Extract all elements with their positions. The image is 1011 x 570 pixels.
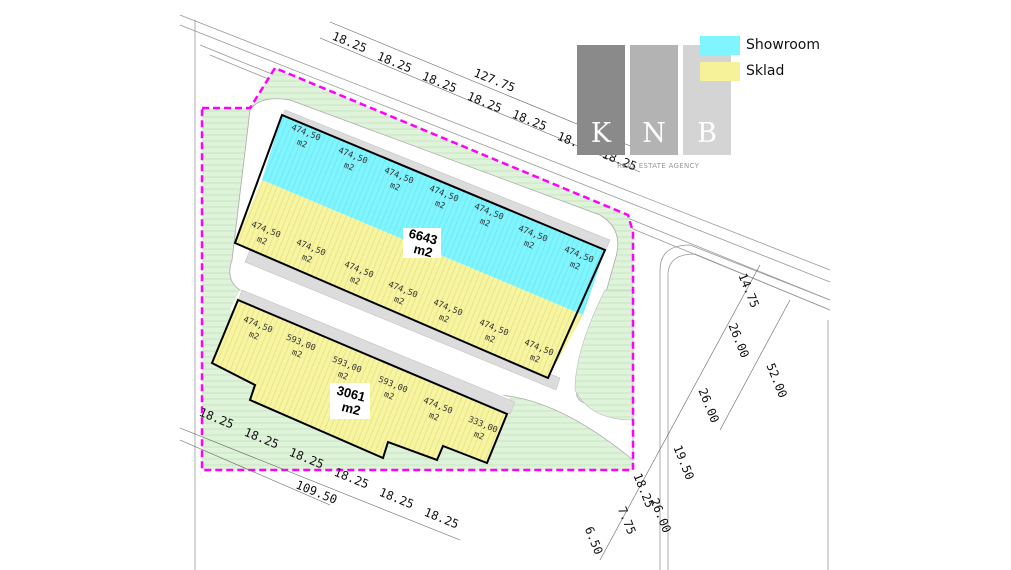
legend-item-showroom: Showroom <box>700 32 820 58</box>
parking-rows <box>237 109 611 415</box>
legend-swatch-sklad <box>700 61 740 81</box>
building-a-total: 6643 <box>407 226 439 248</box>
dimension-label: 26.00 <box>725 321 752 360</box>
building-b <box>210 298 509 465</box>
unit-area-suffix: m2 <box>437 313 450 326</box>
building-b-total-box <box>330 383 370 419</box>
unit-area-suffix: m2 <box>483 333 496 346</box>
dimension-label: 6.50 <box>582 524 606 556</box>
sklad-area <box>235 180 583 378</box>
building-a <box>233 113 607 380</box>
unit-area-suffix: m2 <box>342 161 355 174</box>
dimension-label: 18.25 <box>465 89 504 116</box>
dimension-label: 7.75 <box>615 504 639 536</box>
unit-area-suffix: m2 <box>472 430 485 443</box>
logo-letter-k: K <box>577 45 625 155</box>
dimension-label: 18.25 <box>377 485 416 512</box>
building-b-total-unit: m2 <box>340 399 362 418</box>
dimension-label: 18.25 <box>375 49 414 76</box>
unit-area-suffix: m2 <box>300 253 313 266</box>
building-a-total-unit: m2 <box>412 241 434 260</box>
logo-letter-b: B <box>683 45 731 155</box>
unit-area-suffix: m2 <box>528 353 541 366</box>
dimension-label: 26.00 <box>695 386 722 425</box>
unit-area-suffix: m2 <box>255 235 268 248</box>
unit-area-suffix: m2 <box>427 411 440 424</box>
logo-letter-n: N <box>630 45 678 155</box>
logo-tagline: REAL ESTATE AGENCY <box>617 162 700 170</box>
dimension-label: 14.75 <box>735 271 762 310</box>
unit-area-suffix: m2 <box>247 330 260 343</box>
unit-area-suffix: m2 <box>290 348 303 361</box>
legend-label: Sklad <box>746 63 785 79</box>
legend: Showroom Sklad <box>700 32 820 84</box>
dimension-label: 18.25 <box>330 29 369 56</box>
dimension-label: 18.25 <box>422 505 461 532</box>
unit-area-suffix: m2 <box>568 260 581 273</box>
unit-area-suffix: m2 <box>388 181 401 194</box>
dimension-label: 19.50 <box>670 443 697 482</box>
unit-area-suffix: m2 <box>392 295 405 308</box>
dimension-label: 52.00 <box>763 361 790 400</box>
legend-item-sklad: Sklad <box>700 58 820 84</box>
building-b-total: 3061 <box>335 383 367 405</box>
dimension-label: 109.50 <box>294 478 339 507</box>
legend-label: Showroom <box>746 37 820 53</box>
legend-swatch-showroom <box>700 35 740 55</box>
unit-area-suffix: m2 <box>295 138 308 151</box>
dimension-label: 18.25 <box>510 107 549 134</box>
building-a-total-box <box>403 228 441 258</box>
unit-area-suffix: m2 <box>433 199 446 212</box>
knb-logo: K N B <box>577 45 731 155</box>
unit-area-suffix: m2 <box>336 370 349 383</box>
plot-boundary <box>200 66 635 472</box>
dimension-label: 127.75 <box>472 66 517 95</box>
unit-area-suffix: m2 <box>348 275 361 288</box>
dimension-label: 26.00 <box>647 496 674 535</box>
showroom-area <box>262 115 605 315</box>
unit-area-suffix: m2 <box>382 390 395 403</box>
unit-area-suffix: m2 <box>478 217 491 230</box>
unit-area-suffix: m2 <box>522 239 535 252</box>
